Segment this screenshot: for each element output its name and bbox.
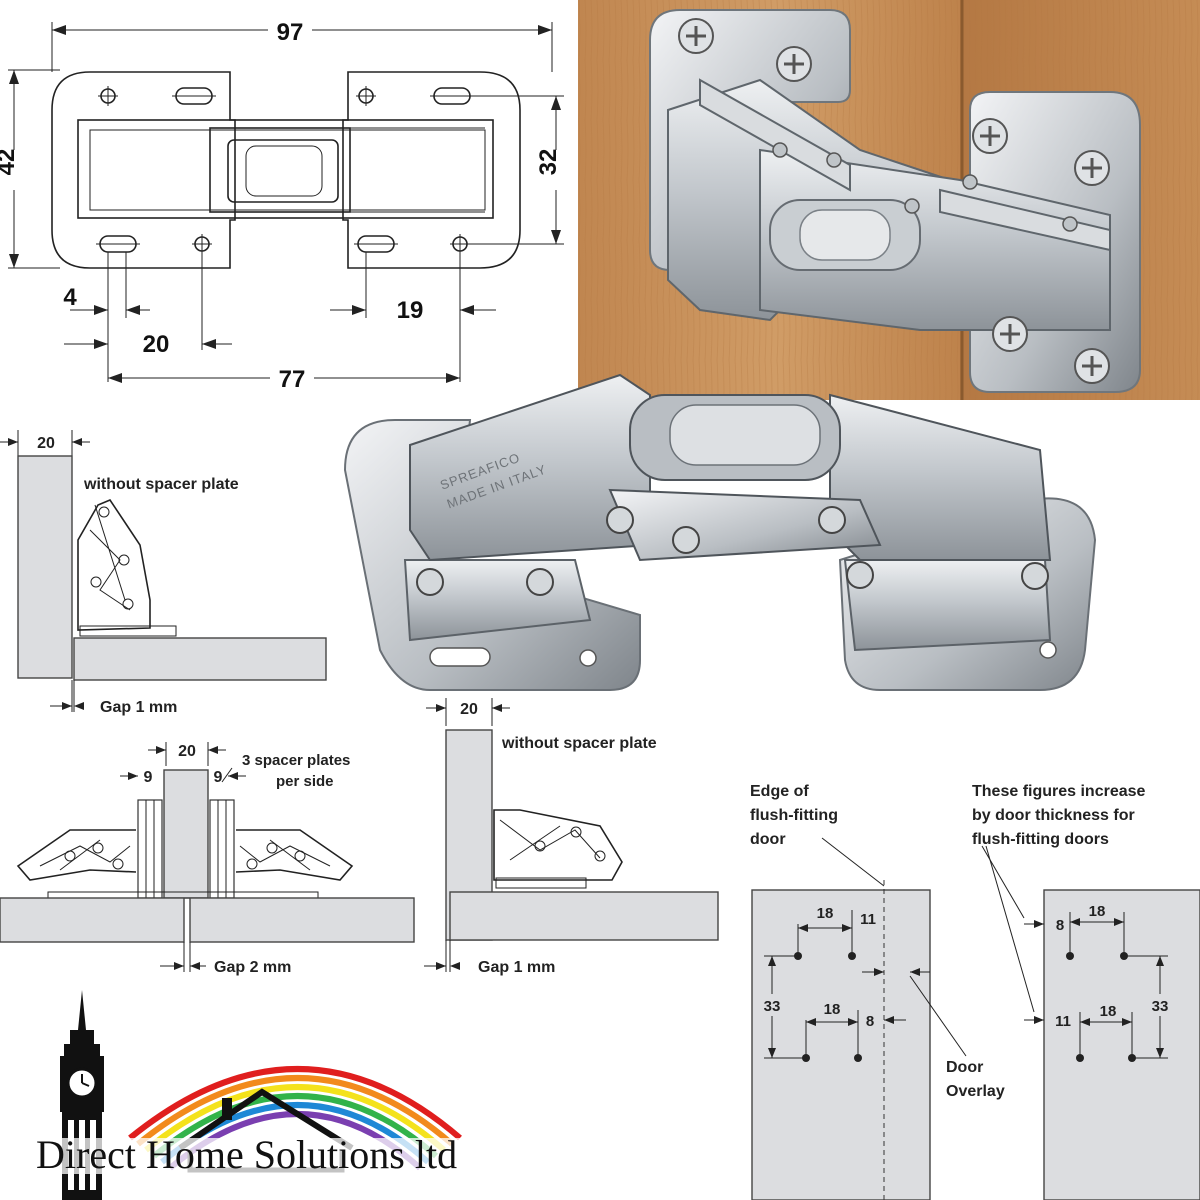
layout-right-top-offset: 8 — [1056, 917, 1064, 934]
layout-right-bottom-spacing: 18 — [1100, 1003, 1117, 1020]
figures-label-3: flush-fitting doors — [972, 831, 1109, 848]
overlay-label-2: Overlay — [946, 1083, 1005, 1100]
dim-77: 77 — [279, 366, 306, 393]
center-panel — [163, 769, 209, 899]
center-width-20: 20 — [178, 743, 196, 760]
gap-label-right: Gap 1 mm — [478, 959, 555, 976]
layout-left-panel — [751, 889, 931, 1200]
overlay-label-1: Door — [946, 1059, 983, 1076]
spacer-label-2: per side — [276, 773, 334, 790]
figures-label-2: by door thickness for — [972, 807, 1135, 824]
dim-19: 19 — [397, 297, 424, 324]
door-right — [449, 891, 719, 941]
spacer-label-1: 3 spacer plates — [242, 752, 350, 769]
screws-photo — [678, 18, 1110, 384]
gap-label-center: Gap 2 mm — [214, 959, 291, 976]
cabinet-side — [17, 455, 73, 679]
figures-label-1: These figures increase — [972, 783, 1146, 800]
mounting-holes — [96, 86, 474, 254]
without-spacer-label: without spacer plate — [83, 476, 239, 493]
door — [73, 637, 327, 681]
layout-left-top-offset: 11 — [860, 911, 876, 928]
drilling-layout-diagram: Edge of flush-fitting door These figures… — [750, 783, 1200, 1200]
top-width-20-right: 20 — [460, 701, 478, 718]
right-thickness-9: 9 — [214, 769, 223, 786]
edge-label-3: door — [750, 831, 786, 848]
installed-hinge-photo — [578, 0, 1200, 400]
layout-left-bottom-spacing: 18 — [824, 1001, 841, 1018]
dim-42: 42 — [0, 149, 20, 176]
layout-right-top-spacing: 18 — [1089, 903, 1106, 920]
edge-label-2: flush-fitting — [750, 807, 838, 824]
edge-label-1: Edge of — [750, 783, 809, 800]
diagram-without-spacer-left: 20 without spacer plate Gap 1 mm — [0, 430, 327, 716]
dim-32: 32 — [535, 149, 562, 176]
layout-left-bottom-offset: 8 — [866, 1013, 874, 1030]
gap-label-left: Gap 1 mm — [100, 699, 177, 716]
layout-left-top-spacing: 18 — [817, 905, 834, 922]
dim-4: 4 — [63, 284, 77, 311]
diagram-without-spacer-right: 20 without spacer plate Gap 1 mm — [424, 698, 719, 976]
spacer-plates — [137, 799, 235, 899]
right-door — [189, 897, 415, 943]
left-mounting-plate — [51, 71, 236, 269]
top-width-20: 20 — [37, 435, 55, 452]
hinge-body-outline — [77, 119, 494, 219]
company-logo: Direct Home Solutions ltd — [36, 990, 616, 1200]
dim-20-top: 20 — [143, 331, 170, 358]
layout-right-panel — [1043, 889, 1200, 1200]
layout-right-vertical: 33 — [1152, 998, 1169, 1015]
dim-97: 97 — [277, 19, 304, 46]
diagram-with-spacers: 20 9 9 3 spacer plates per side — [0, 742, 415, 976]
hinge-product-photo: SPREAFICO MADE IN ITALY — [343, 373, 1097, 691]
technical-drawing: 97 42 32 — [0, 14, 569, 393]
layout-left-vertical: 33 — [764, 998, 781, 1015]
left-door — [0, 897, 185, 943]
right-mounting-plate — [342, 71, 521, 269]
left-thickness-9: 9 — [144, 769, 153, 786]
layout-right-bottom-offset: 11 — [1055, 1013, 1071, 1030]
without-spacer-label-right: without spacer plate — [501, 735, 657, 752]
company-name: Direct Home Solutions ltd — [36, 1132, 457, 1177]
